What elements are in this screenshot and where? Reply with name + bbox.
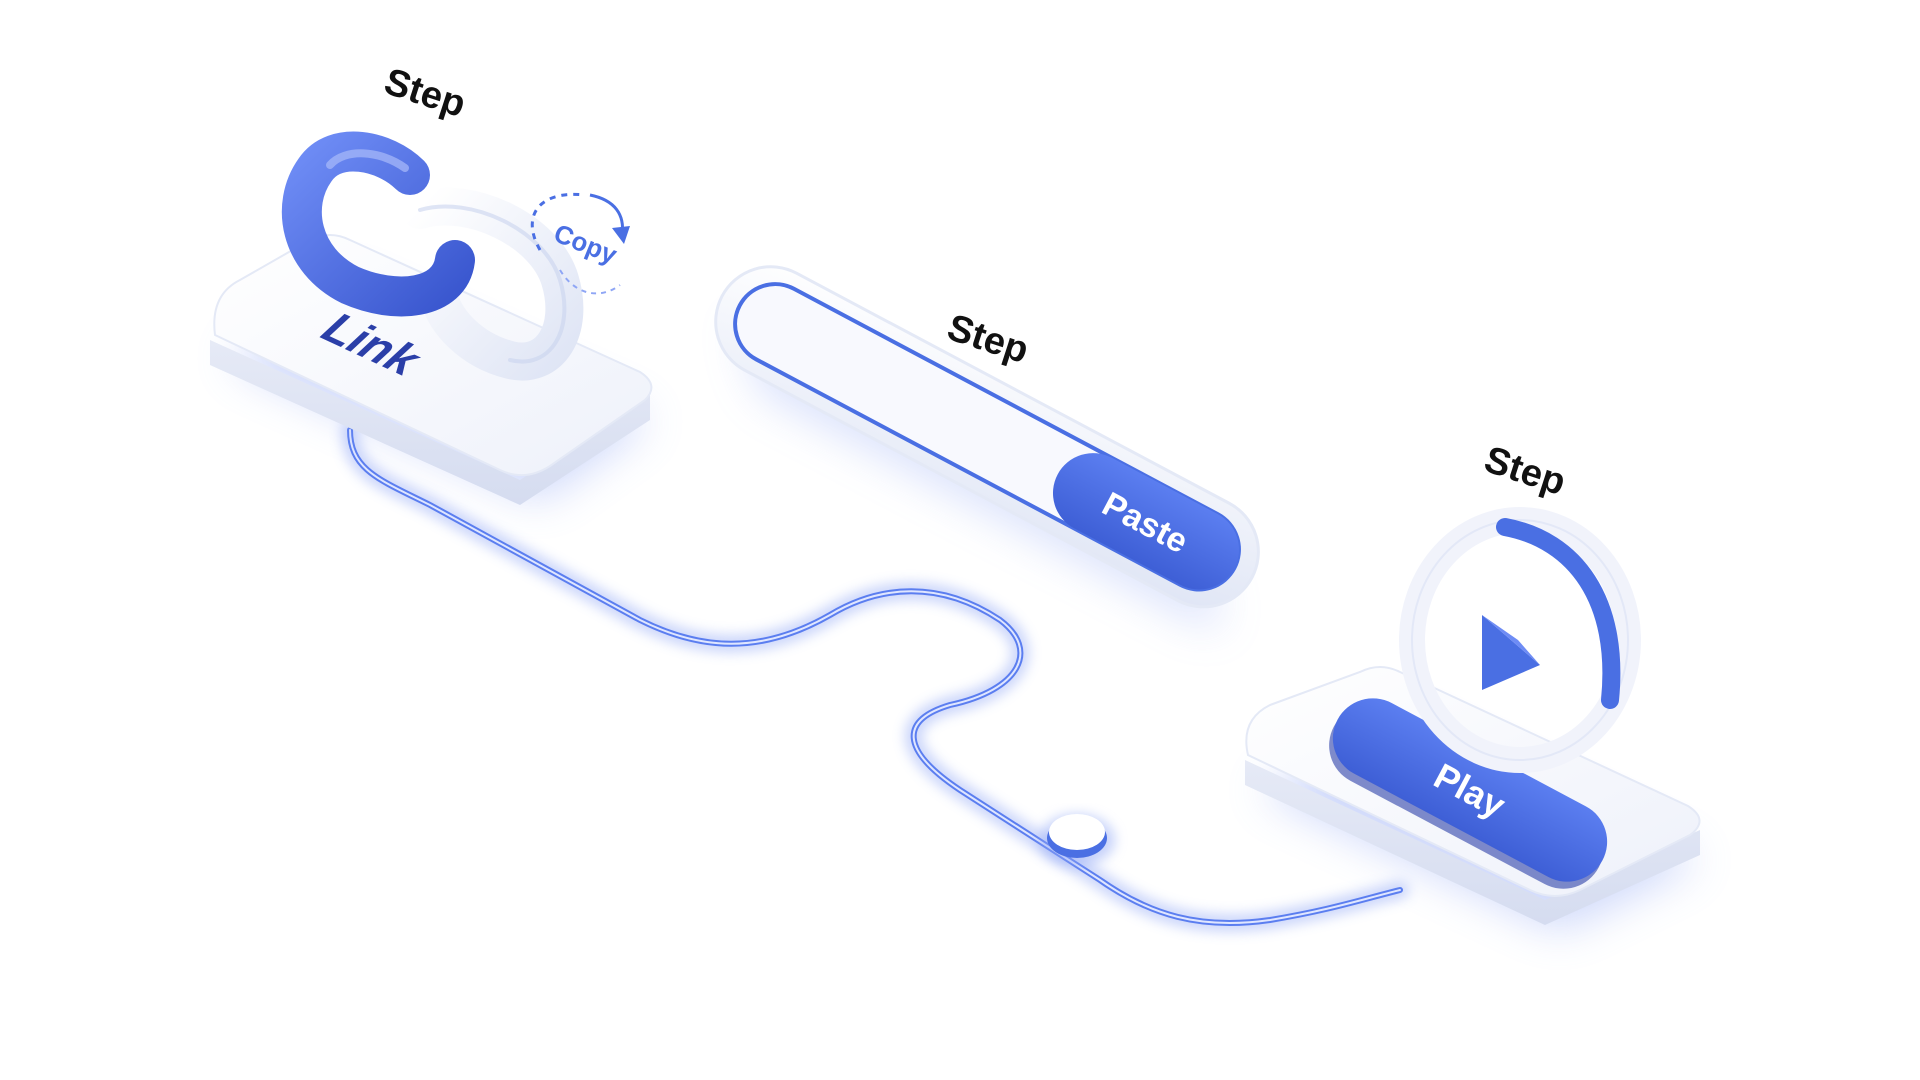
step-1-heading: Step xyxy=(379,61,470,126)
step-3-heading: Step xyxy=(1479,439,1570,504)
step-2-bar: Paste xyxy=(714,265,1260,630)
connector-node xyxy=(1039,814,1115,866)
play-icon xyxy=(1399,507,1641,773)
play-button[interactable]: Play xyxy=(1315,684,1621,903)
paste-button[interactable]: Paste xyxy=(1039,439,1253,604)
step-1-card: Link xyxy=(210,234,653,505)
connector-line xyxy=(341,421,1409,933)
chain-link-icon xyxy=(281,131,584,381)
arrow-icon xyxy=(612,226,630,244)
